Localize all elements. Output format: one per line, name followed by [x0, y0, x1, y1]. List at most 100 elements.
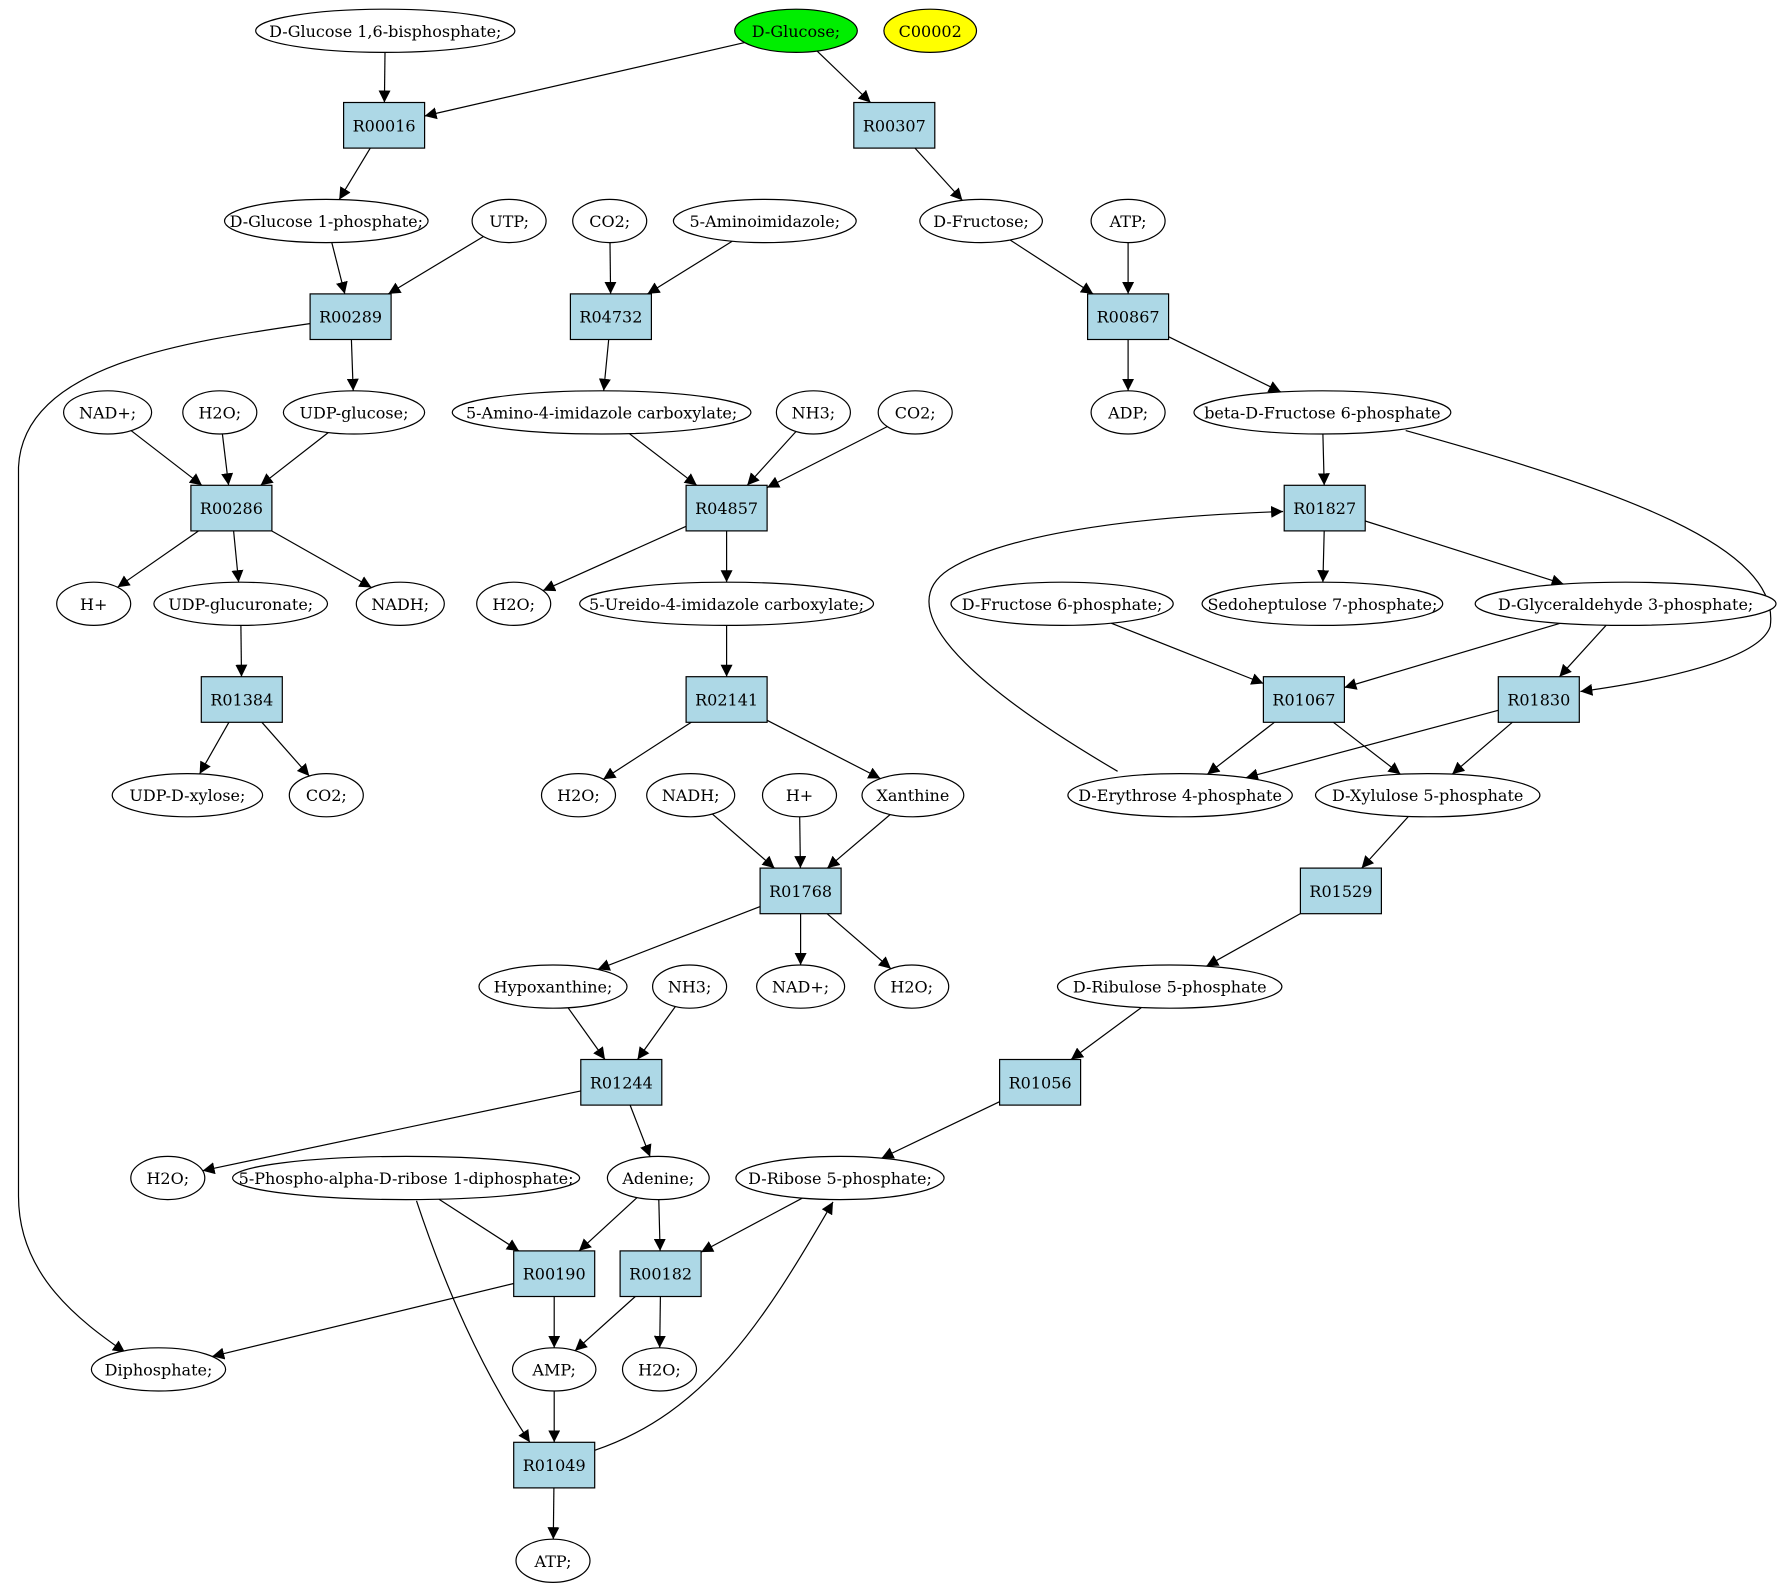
- edge-r00016to-d-glucose-1-phosphate-: [338, 147, 371, 200]
- edge-d-glucose-1-phosphate-to-r00289: [331, 242, 348, 295]
- reaction-box: [1262, 676, 1346, 723]
- reaction-node-r00286[interactable]: R00286: [190, 484, 273, 532]
- compound-ellipse: [919, 198, 1043, 244]
- compound-node-h2o[interactable]: H2O;: [540, 773, 617, 818]
- compound-node-adenine[interactable]: Adenine;: [606, 1155, 710, 1201]
- reaction-box: [853, 101, 936, 149]
- reaction-node-r01049[interactable]: R01049: [513, 1441, 596, 1489]
- compound-node-co2[interactable]: CO2;: [288, 773, 364, 818]
- reaction-box: [759, 867, 842, 915]
- node-label: R00867: [1097, 308, 1160, 327]
- compound-node-h+[interactable]: H+: [761, 773, 838, 818]
- reaction-node-r01056[interactable]: R01056: [998, 1058, 1082, 1106]
- compound-node-atp[interactable]: ATP;: [1090, 198, 1166, 244]
- reaction-node-r01830[interactable]: R01830: [1497, 676, 1580, 723]
- compound-node-utp[interactable]: UTP;: [471, 198, 547, 244]
- compound-node-sedoheptulose-7-phosphate[interactable]: Sedoheptulose 7-phosphate;: [1201, 581, 1444, 627]
- edge-r01049to-atp-: [547, 1487, 560, 1540]
- reaction-node-r01067[interactable]: R01067: [1262, 676, 1346, 723]
- compound-node-co2[interactable]: CO2;: [572, 198, 648, 244]
- reaction-node-r00307[interactable]: R00307: [853, 101, 936, 149]
- compound-ellipse: [511, 1347, 597, 1392]
- compound-node-d-fructose-6-phosphate[interactable]: D-Fructose 6-phosphate;: [950, 581, 1174, 627]
- edge-d-glucose-to-r00307: [816, 50, 872, 103]
- compound-node-udp-d-xylose[interactable]: UDP-D-xylose;: [111, 773, 264, 818]
- compound-node-diphosphate[interactable]: Diphosphate;: [90, 1347, 227, 1392]
- compound-node-d-ribulose-5-phosphate[interactable]: D-Ribulose 5-phosphate: [1056, 964, 1283, 1009]
- compound-node-amp[interactable]: AMP;: [511, 1347, 597, 1392]
- compound-node-hypoxanthine[interactable]: Hypoxanthine;: [478, 964, 628, 1009]
- compound-node-c00002[interactable]: C00002: [883, 8, 978, 53]
- compound-node-d-ribose-5-phosphate[interactable]: D-Ribose 5-phosphate;: [735, 1155, 945, 1201]
- edge-r00286to-h-: [117, 530, 199, 588]
- node-label: H2O;: [890, 978, 933, 997]
- compound-node-h2o[interactable]: H2O;: [130, 1155, 206, 1201]
- compound-node-atp[interactable]: ATP;: [515, 1538, 591, 1584]
- reaction-node-r00867[interactable]: R00867: [1086, 293, 1170, 341]
- compound-node-h2o[interactable]: H2O;: [874, 964, 950, 1009]
- compound-node-nad+[interactable]: NAD+;: [62, 390, 153, 435]
- compound-ellipse: [672, 198, 857, 244]
- reaction-node-r00190[interactable]: R00190: [513, 1250, 596, 1298]
- reaction-node-r04732[interactable]: R04732: [569, 293, 653, 341]
- compound-node-h2o[interactable]: H2O;: [476, 581, 552, 627]
- compound-node-d-glyceraldehyde-3-phosphate[interactable]: D-Glyceraldehyde 3-phosphate;: [1474, 581, 1777, 627]
- node-label: D-Glucose 1-phosphate;: [230, 212, 423, 231]
- compound-node-d-fructose[interactable]: D-Fructose;: [919, 198, 1043, 244]
- node-label: Xanthine: [876, 786, 949, 805]
- compound-node-nadh[interactable]: NADH;: [646, 773, 736, 818]
- compound-node-nad+[interactable]: NAD+;: [755, 964, 846, 1009]
- compound-node-d-erythrose-4-phosphate[interactable]: D-Erythrose 4-phosphate: [1067, 773, 1293, 818]
- compound-node-udp-glucuronate[interactable]: UDP-glucuronate;: [153, 581, 329, 627]
- node-label: ATP;: [534, 1552, 572, 1571]
- compound-ellipse: [182, 390, 258, 435]
- compound-node-co2[interactable]: CO2;: [877, 390, 953, 435]
- edge-r01244to-adenine-: [629, 1104, 652, 1157]
- edge-r01827to-d-glyceraldehyde-3-phosphate-: [1365, 520, 1564, 587]
- reaction-node-r02141[interactable]: R02141: [685, 676, 768, 723]
- compound-node-nh3[interactable]: NH3;: [775, 390, 852, 435]
- compound-node-d-xylulose-5-phosphate[interactable]: D-Xylulose 5-phosphate: [1314, 773, 1541, 818]
- edge-5-phospho-alpha-d-ribose-1-diphosphate-to-r01049: [415, 1200, 531, 1443]
- reaction-node-r04857[interactable]: R04857: [685, 484, 768, 532]
- compound-node-xanthine[interactable]: Xanthine: [861, 773, 965, 818]
- compound-node-d-glucose-1-phosphate[interactable]: D-Glucose 1-phosphate;: [223, 198, 429, 244]
- reaction-node-r01768[interactable]: R01768: [759, 867, 842, 915]
- node-label: R01244: [590, 1073, 653, 1092]
- reaction-node-r01827[interactable]: R01827: [1283, 484, 1366, 532]
- reaction-node-r00016[interactable]: R00016: [343, 101, 426, 149]
- reaction-box: [569, 293, 653, 341]
- reaction-node-r01529[interactable]: R01529: [1299, 867, 1383, 915]
- compound-node-d-glucose[interactable]: D-Glucose;: [734, 8, 858, 53]
- compound-node-5-aminoimidazole[interactable]: 5-Aminoimidazole;: [672, 198, 857, 244]
- compound-node-5-amino-4-imidazole-carboxylate[interactable]: 5-Amino-4-imidazole carboxylate;: [451, 390, 752, 435]
- edge-r00190to-diphosphate-: [212, 1282, 514, 1360]
- compound-node-5-phospho-alpha-d-ribose-1-diphosphate[interactable]: 5-Phospho-alpha-D-ribose 1-diphosphate;: [232, 1155, 581, 1201]
- compound-node-h+[interactable]: H+: [56, 581, 132, 627]
- reaction-node-r00289[interactable]: R00289: [309, 293, 392, 341]
- compound-ellipse: [651, 964, 728, 1009]
- edge-udp-glucose-to-r00286: [260, 432, 329, 486]
- reaction-node-r01384[interactable]: R01384: [200, 676, 283, 723]
- reaction-node-r01244[interactable]: R01244: [580, 1058, 663, 1106]
- compound-node-h2o[interactable]: H2O;: [621, 1347, 698, 1392]
- compound-node-h2o[interactable]: H2O;: [182, 390, 258, 435]
- edge-hypoxanthine-to-r01244: [567, 1007, 606, 1060]
- edge-nh3-to-r01244: [637, 1006, 676, 1060]
- node-label: Diphosphate;: [105, 1360, 213, 1379]
- compound-node-adp[interactable]: ADP;: [1090, 390, 1166, 435]
- edge-d-ribose-5-phosphate-to-r00182: [700, 1197, 803, 1253]
- compound-node-nadh[interactable]: NADH;: [355, 581, 445, 627]
- compound-node-beta-d-fructose-6-phosphate[interactable]: beta-D-Fructose 6-phosphate: [1193, 390, 1452, 435]
- reaction-node-r00182[interactable]: R00182: [619, 1250, 702, 1298]
- edges-layer: [17, 42, 1772, 1540]
- node-label: D-Ribulose 5-phosphate: [1073, 978, 1267, 997]
- node-label: NAD+;: [79, 403, 136, 422]
- compound-node-udp-glucose[interactable]: UDP-glucose;: [282, 390, 426, 435]
- node-label: R01529: [1309, 882, 1372, 901]
- compound-node-5-ureido-4-imidazole-carboxylate[interactable]: 5-Ureido-4-imidazole carboxylate;: [579, 581, 875, 627]
- compound-node-nh3[interactable]: NH3;: [651, 964, 728, 1009]
- compound-node-d-glucose-1-6-bisphosphate[interactable]: D-Glucose 1,6-bisphosphate;: [255, 8, 516, 53]
- edge-r01244to-h2o-: [202, 1090, 581, 1175]
- compound-ellipse: [1201, 581, 1444, 627]
